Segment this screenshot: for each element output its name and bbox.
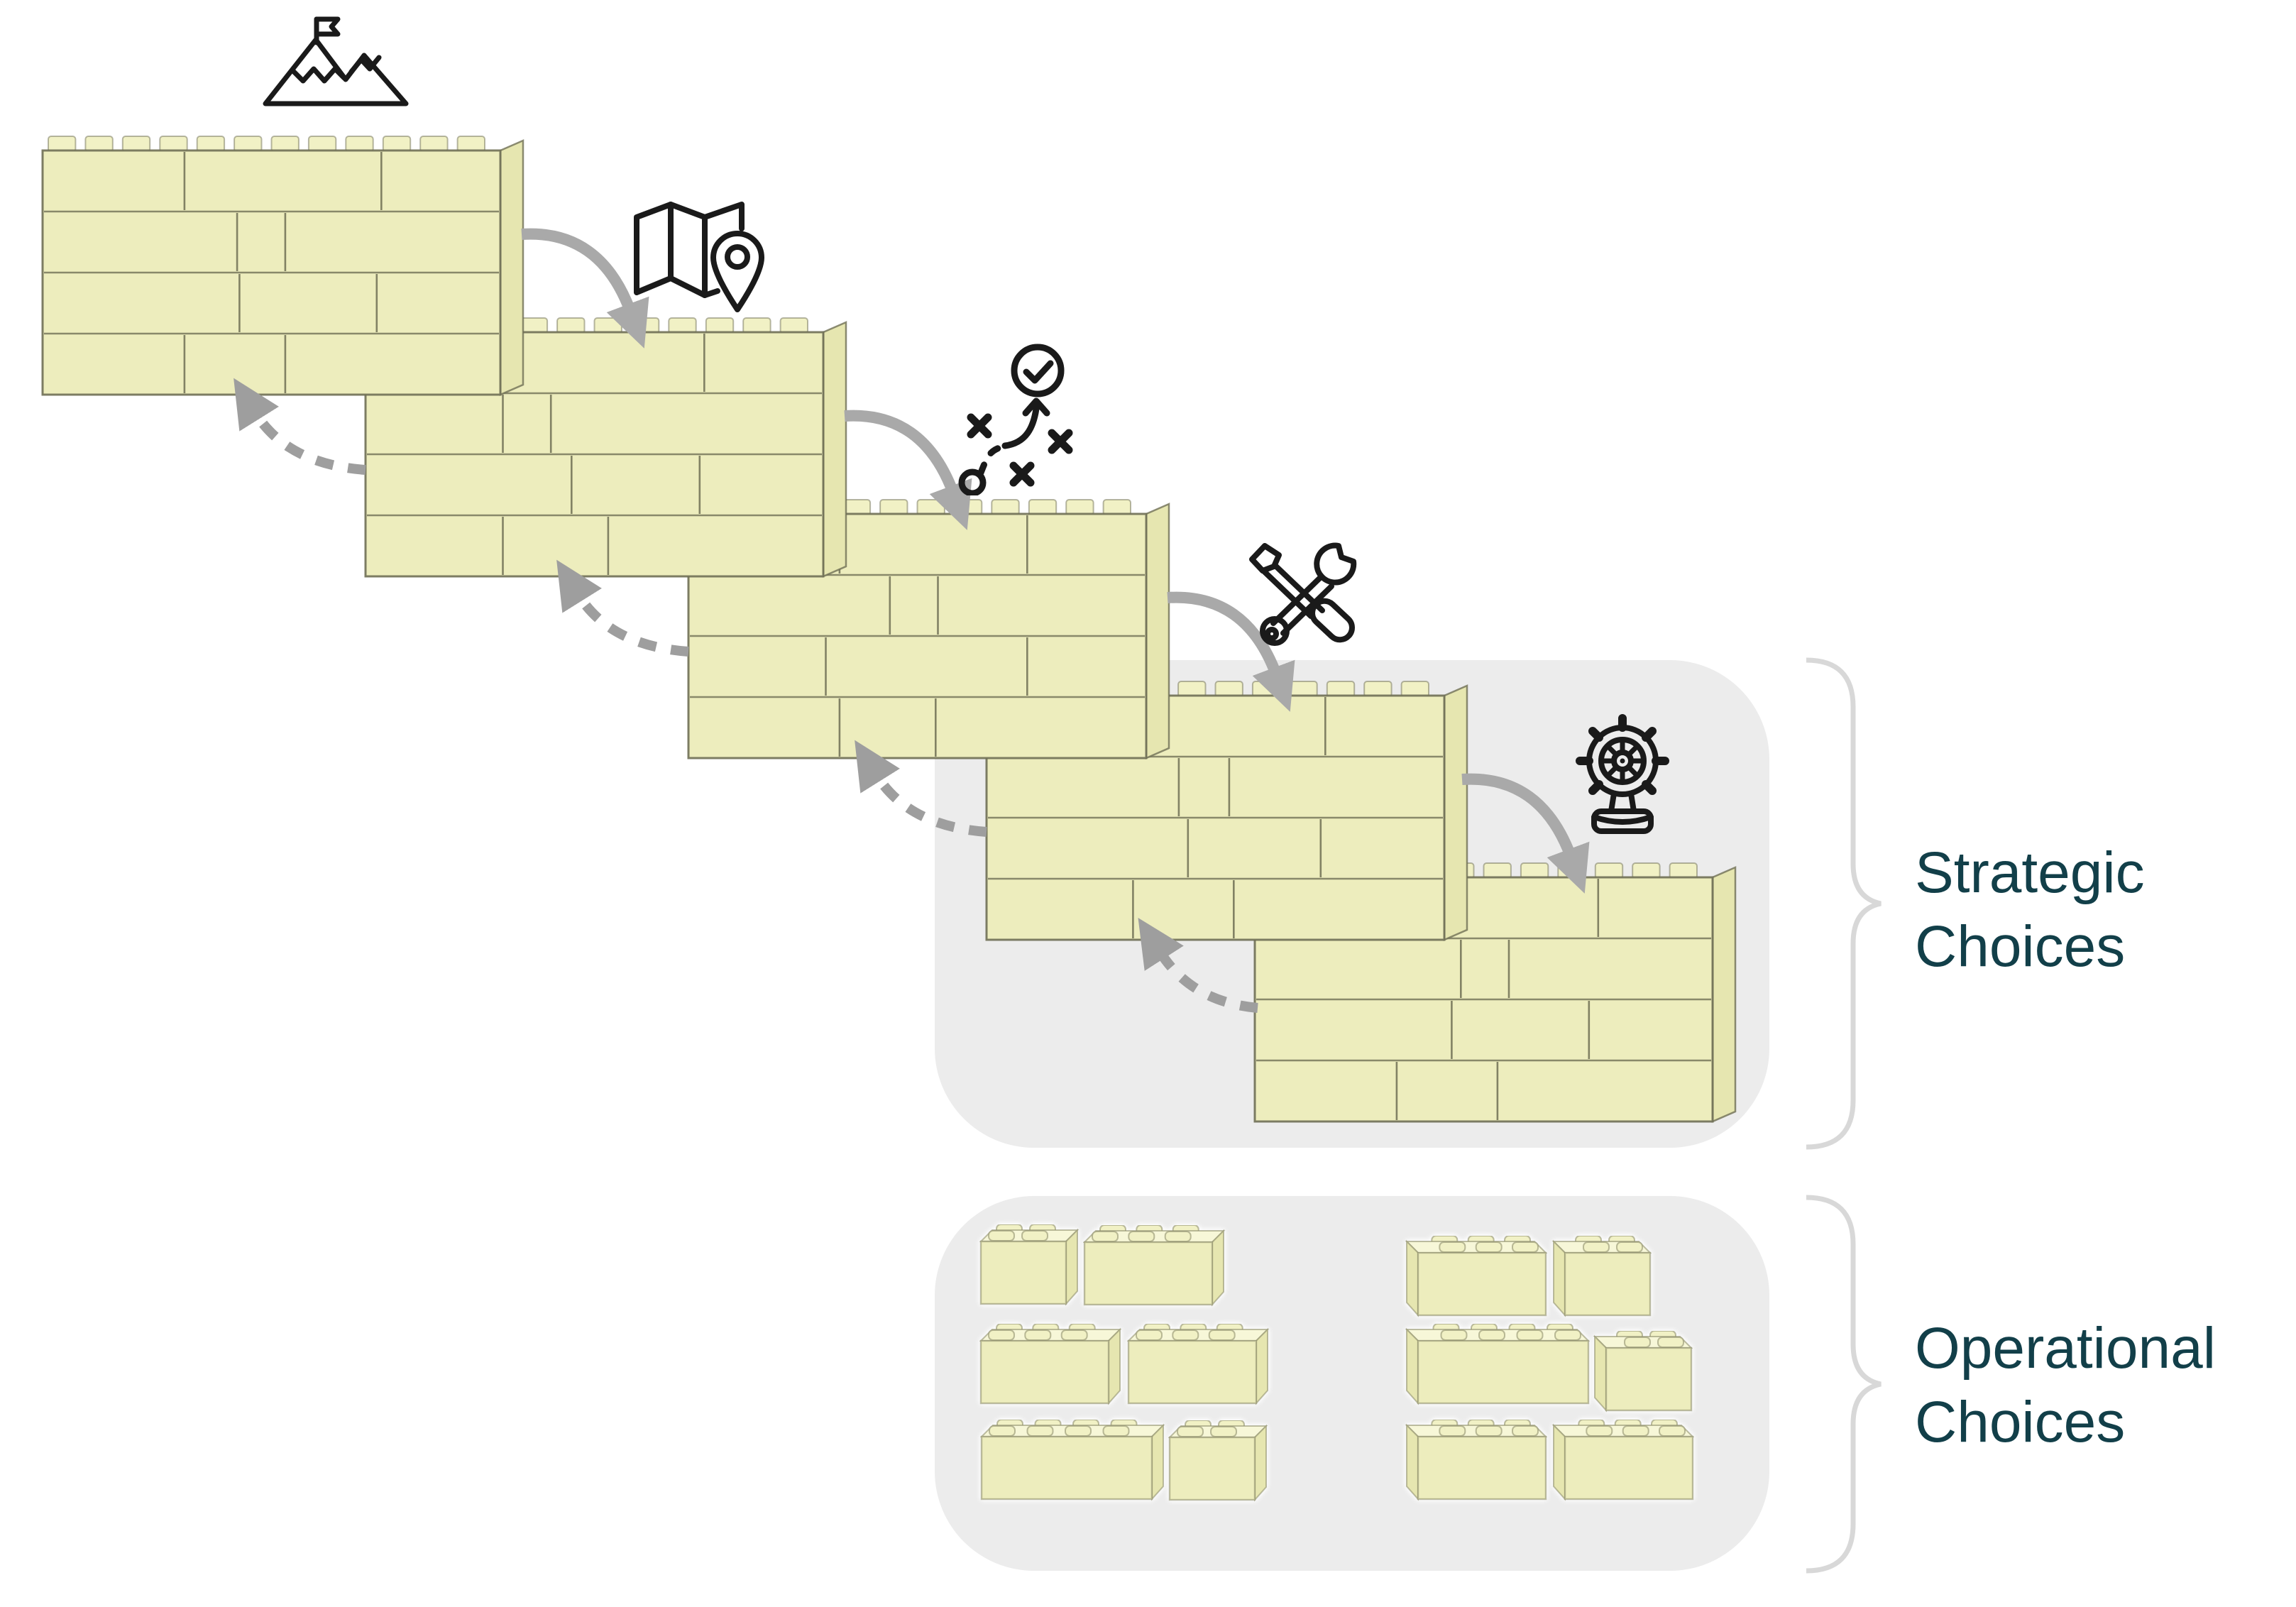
mountain-flag-icon <box>263 16 409 106</box>
operational-brace <box>1806 1195 1882 1574</box>
operational-brick <box>1168 1420 1268 1502</box>
strategic-choices-label: Strategic Choices <box>1915 836 2145 984</box>
operational-brick <box>980 1420 1165 1501</box>
operational-brick <box>1593 1331 1693 1413</box>
operational-brick <box>1405 1420 1547 1501</box>
operational-brick <box>1405 1236 1547 1317</box>
operational-brick <box>1083 1225 1226 1307</box>
operational-label-line2: Choices <box>1915 1390 2126 1454</box>
forward-arrow <box>521 228 649 349</box>
operational-brick <box>1405 1324 1590 1405</box>
strategic-step-wall <box>41 136 524 396</box>
operational-brick <box>979 1224 1080 1306</box>
strategic-label-line2: Choices <box>1915 914 2126 979</box>
map-location-icon <box>634 202 764 312</box>
operational-brick <box>1551 1236 1652 1317</box>
operational-brick <box>1551 1420 1694 1501</box>
operational-brick <box>1127 1324 1270 1405</box>
forward-arrow <box>844 410 972 530</box>
feedback-arrow <box>234 378 366 475</box>
operational-brick <box>979 1324 1122 1405</box>
operational-label-line1: Operational <box>1915 1316 2216 1381</box>
tools-icon <box>1249 542 1357 646</box>
operational-choices-label: Operational Choices <box>1915 1312 2216 1459</box>
tactics-plan-icon <box>958 344 1073 495</box>
strategic-brace <box>1806 657 1882 1150</box>
feedback-arrow <box>556 559 689 657</box>
strategic-label-line1: Strategic <box>1915 840 2145 905</box>
ship-wheel-icon <box>1576 714 1669 834</box>
